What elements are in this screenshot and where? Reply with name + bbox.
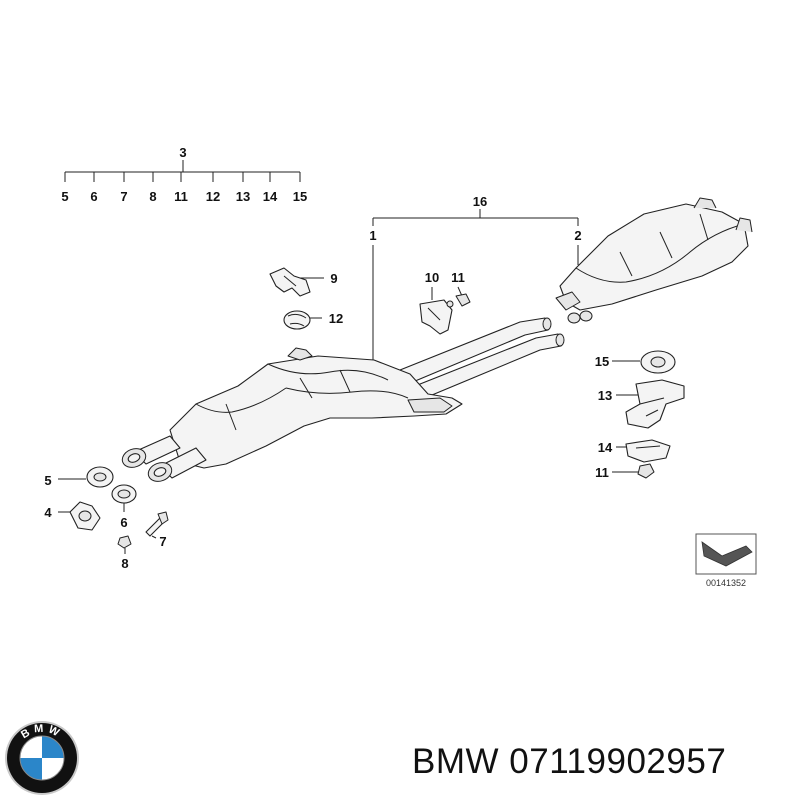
callout-6-group: 6 [90,189,97,204]
callout-5-group: 5 [61,189,68,204]
logo-quadrant-blue [42,736,64,758]
callout-6: 6 [120,515,127,530]
callout-11-right: 11 [595,465,609,480]
part-6-gasket: 6 [111,484,137,530]
reference-box: 00141352 [695,533,757,588]
callout-1: 1 [369,228,376,243]
rear-silencer [555,197,753,324]
callout-16: 16 [473,194,487,209]
callout-7: 7 [159,534,166,549]
part-9-clamp: 9 [269,267,338,297]
callout-15: 15 [595,354,609,369]
callout-4: 4 [44,505,52,520]
reference-number: 00141352 [706,578,746,588]
callout-8: 8 [121,556,128,571]
part-7-bolt: 7 [145,511,169,549]
callout-8-group: 8 [149,189,156,204]
part-10-bracket: 10 11 [419,270,471,335]
part-8-nut: 8 [117,535,132,571]
front-pipes [121,435,207,482]
callout-2: 2 [574,228,581,243]
part-14-holder: 14 [598,439,671,463]
callout-14-group: 14 [263,189,278,204]
callout-12: 12 [329,311,343,326]
callout-15-group: 15 [293,189,307,204]
part-caption: BMW 07119902957 [412,742,727,781]
callout-7-group: 7 [120,189,127,204]
part-4-flange: 4 [44,501,101,531]
centre-silencer [169,347,463,469]
callout-13: 13 [598,388,612,403]
callout-5: 5 [44,473,51,488]
callout-11-top: 11 [451,270,465,285]
logo-quadrant-blue [20,758,42,780]
callout-3: 3 [179,145,186,160]
callout-10: 10 [425,270,439,285]
part-12-mount: 12 [283,310,343,330]
part-13-bracket: 13 [598,379,685,429]
callout-11-group: 11 [174,189,188,204]
callout-9: 9 [330,271,337,286]
callout-14: 14 [598,440,613,455]
bmw-logo: BMW [5,721,79,795]
group-bracket-16: 16 1 2 [369,194,582,360]
callout-12-group: 12 [206,189,220,204]
callout-13-group: 13 [236,189,250,204]
part-15-ring: 15 [595,350,676,374]
group-bracket-3: 3 5 6 7 8 11 12 13 14 15 [61,145,307,204]
part-5-gasket: 5 [44,466,114,488]
part-11-nut: 11 [595,463,655,480]
